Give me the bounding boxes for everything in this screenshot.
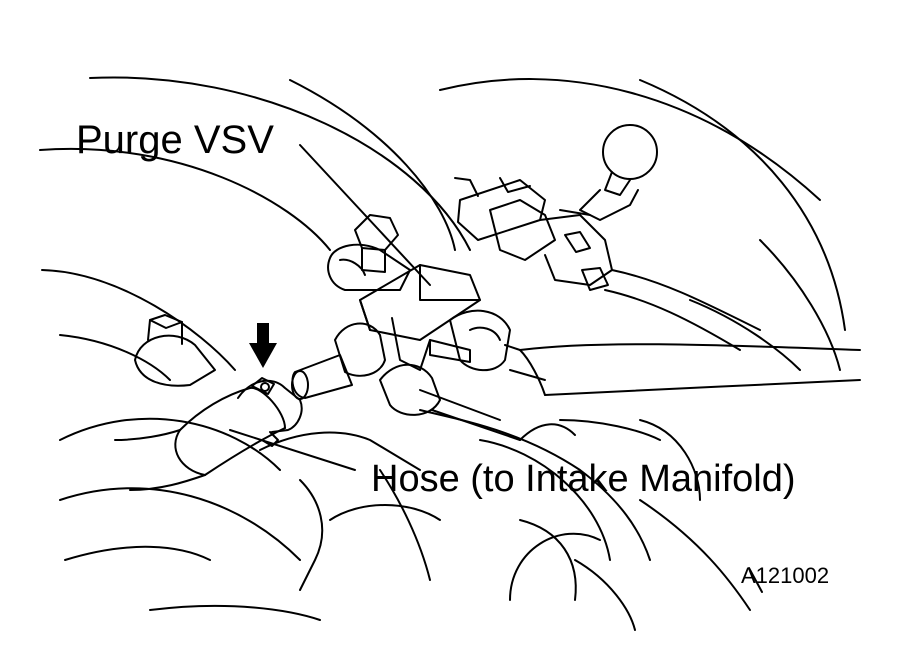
hose-to-intake-manifold bbox=[114, 386, 286, 491]
ball-knob bbox=[559, 124, 658, 221]
label-hose-to-intake-manifold: Hose (to Intake Manifold) bbox=[371, 458, 796, 500]
down-arrow-icon bbox=[249, 323, 277, 368]
vsv-right-hoses bbox=[429, 339, 861, 396]
label-purge-vsv: Purge VSV bbox=[76, 118, 274, 162]
vsv-lower-tube bbox=[379, 363, 576, 441]
electrical-connector bbox=[454, 177, 761, 351]
engine-lower-housing bbox=[259, 409, 701, 601]
figure-code: A121002 bbox=[741, 563, 830, 588]
background-contours bbox=[39, 76, 846, 631]
purge-vsv-body bbox=[291, 264, 511, 400]
left-bracket bbox=[134, 314, 216, 387]
leader-lines bbox=[229, 144, 763, 593]
vsv-mounting-bolt bbox=[327, 214, 411, 291]
